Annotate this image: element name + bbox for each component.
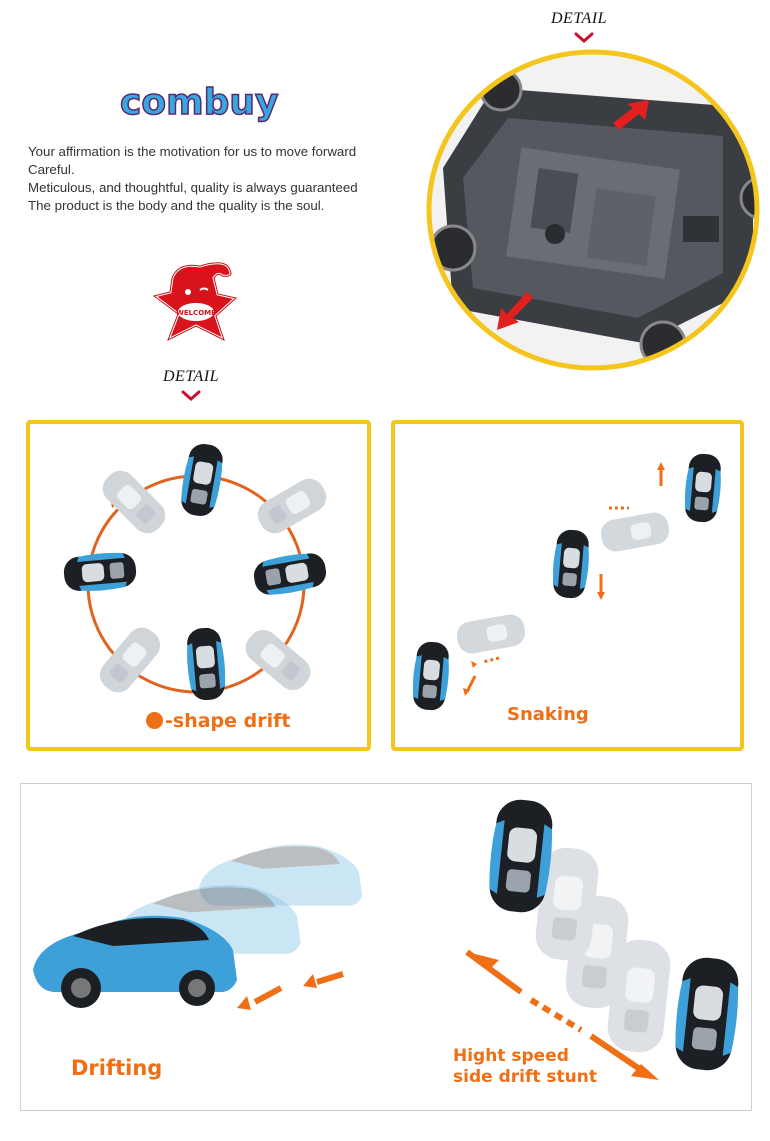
snaking-caption: Snaking	[507, 704, 589, 725]
intro-line: Meticulous, and thoughtful, quality is a…	[28, 180, 358, 195]
detail-label-top: DETAIL	[551, 10, 608, 27]
stunt-caption: Hight speed side drift stunt	[453, 1046, 597, 1088]
intro-line: The product is the body and the quality …	[28, 198, 325, 213]
chevron-down-icon	[181, 390, 201, 402]
o-shape-drift-caption: -shape drift	[146, 710, 290, 732]
mascot-badge-text: WELCOME	[176, 309, 216, 317]
o-shape-drift-caption-text: -shape drift	[165, 710, 291, 732]
intro-line: Your affirmation is the motivation for u…	[28, 144, 357, 159]
chassis-detail-image	[423, 48, 763, 373]
circle-icon	[146, 712, 163, 729]
intro-line: Careful.	[28, 162, 75, 177]
stunt-caption-line2: side drift stunt	[453, 1067, 597, 1087]
stunt-caption-line1: Hight speed	[453, 1046, 569, 1066]
drifting-stunt-panel: Drifting Hight speed side drift stunt	[20, 783, 752, 1111]
snaking-panel: Snaking	[391, 420, 744, 751]
intro-text: Your affirmation is the motivation for u…	[28, 143, 418, 215]
o-shape-drift-panel: -shape drift	[26, 420, 371, 751]
drifting-caption: Drifting	[71, 1056, 163, 1080]
mascot-image: WELCOME	[148, 256, 240, 342]
logo-text: combuy	[120, 82, 278, 123]
brand-logo: combuy	[116, 80, 284, 124]
chevron-down-icon	[574, 32, 594, 44]
detail-label-mid: DETAIL	[163, 368, 220, 385]
